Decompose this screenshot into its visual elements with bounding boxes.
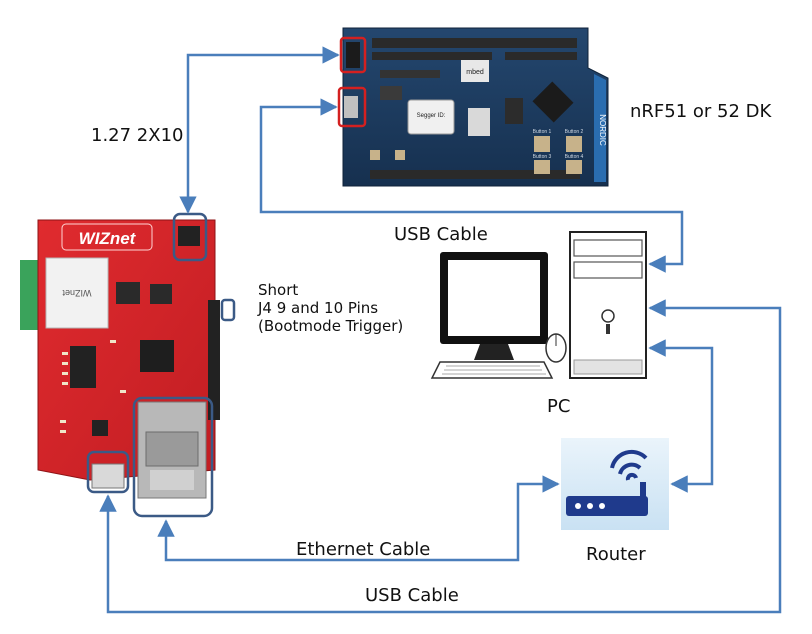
connector-cable bbox=[188, 55, 338, 212]
pc bbox=[432, 232, 646, 378]
dk-segger-text: Segger ID: bbox=[417, 113, 446, 119]
mcu-chip bbox=[140, 340, 174, 372]
short-pins: J4 9 and 10 Pins bbox=[258, 299, 403, 317]
pc-tower bbox=[570, 232, 646, 378]
dk-button1-label: Button 1 bbox=[533, 129, 552, 135]
short-title: Short bbox=[258, 281, 403, 299]
router-label: Router bbox=[586, 544, 646, 565]
wifi-module-label: WIZnet bbox=[62, 288, 92, 298]
dk-button2-label: Button 2 bbox=[565, 129, 584, 135]
wiznet-usb-port bbox=[92, 464, 124, 488]
usb-cable-label-top: USB Cable bbox=[394, 224, 488, 245]
router-background bbox=[561, 438, 669, 530]
usb-cable-label-bottom: USB Cable bbox=[365, 585, 459, 606]
dk-button4-label: Button 4 bbox=[565, 154, 584, 160]
j4-pins-highlight bbox=[222, 300, 234, 320]
pc-label: PC bbox=[547, 396, 570, 417]
nrf-dk-board: mbed Segger ID: Button 1 Button 2 Button… bbox=[339, 28, 608, 186]
connector-label: 1.27 2X10 bbox=[91, 125, 184, 146]
dk-mbed-text: mbed bbox=[466, 69, 484, 76]
dk-label: nRF51 or 52 DK bbox=[630, 101, 771, 122]
router bbox=[561, 438, 669, 530]
short-note: (Bootmode Trigger) bbox=[258, 317, 403, 335]
wiznet-logo: WIZnet bbox=[79, 229, 137, 248]
wiznet-board: WIZnet WIZnet bbox=[20, 214, 234, 516]
short-label: Short J4 9 and 10 Pins (Bootmode Trigger… bbox=[258, 281, 403, 335]
ethernet-cable-label: Ethernet Cable bbox=[296, 539, 430, 560]
dk-button3-label: Button 3 bbox=[533, 154, 552, 160]
dk-nordic-text: NORDIC bbox=[598, 114, 607, 146]
